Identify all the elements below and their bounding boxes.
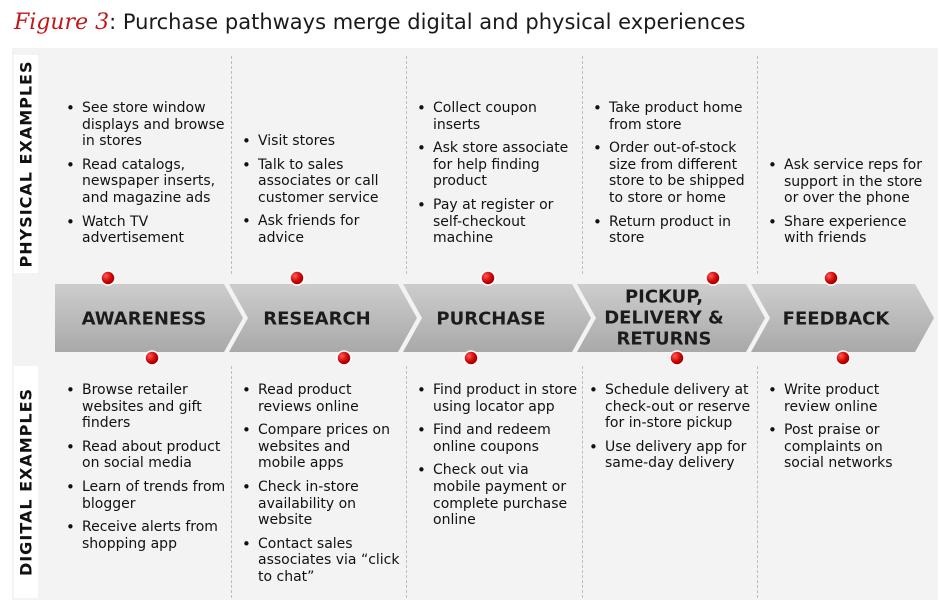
digital-purchase-column: Find product in store using locator app …: [415, 382, 580, 536]
digital-awareness-column: Browse retailer websites and gift finder…: [64, 382, 229, 559]
physical-feedback-column: Ask service reps for support in the stor…: [766, 157, 934, 254]
top-marker: [823, 270, 839, 286]
list-item: Read product reviews online: [240, 382, 402, 415]
list-item: Watch TV advertisement: [64, 214, 229, 247]
chevron-purchase: [403, 284, 591, 352]
list-item: Find product in store using locator app: [415, 382, 580, 415]
list-item: Ask store associate for help finding pro…: [415, 140, 580, 190]
stage-awareness-label: AWARENESS: [81, 308, 207, 330]
digital-research-column: Read product reviews online Compare pric…: [240, 382, 402, 593]
top-marker: [289, 270, 305, 286]
physical-awareness-column: See store window displays and browse in …: [64, 100, 229, 254]
list-item: Collect coupon inserts: [415, 100, 580, 133]
list-item: Visit stores: [240, 133, 400, 150]
list-item: Ask friends for advice: [240, 213, 400, 246]
figure-caption: : Purchase pathways merge digital and ph…: [109, 10, 746, 34]
list-item: Read catalogs, newspaper inserts, and ma…: [64, 157, 229, 207]
column-divider: [231, 366, 232, 598]
top-marker: [705, 270, 721, 286]
list-item: Contact sales associates via “click to c…: [240, 536, 402, 586]
chevron-research: [229, 284, 417, 352]
figure-title: Figure 3: Purchase pathways merge digita…: [14, 10, 746, 35]
list-item: Ask service reps for support in the stor…: [766, 157, 934, 207]
top-marker: [100, 270, 116, 286]
column-divider: [757, 56, 758, 274]
physical-pickup-column: Take product home from store Order out-o…: [591, 100, 753, 254]
list-item: Return product in store: [591, 214, 753, 247]
list-item: Pay at register or self-checkout machine: [415, 197, 580, 247]
physical-research-column: Visit stores Talk to sales associates or…: [240, 133, 400, 254]
bottom-marker: [336, 350, 352, 366]
column-divider: [406, 366, 407, 598]
list-item: Use delivery app for same-day delivery: [587, 439, 753, 472]
list-item: Browse retailer websites and gift finder…: [64, 382, 229, 432]
stage-pickup-label: PICKUP, DELIVERY & RETURNS: [604, 286, 724, 350]
column-divider: [231, 56, 232, 274]
list-item: Compare prices on websites and mobile ap…: [240, 422, 402, 472]
chevron-pickup: [577, 284, 765, 352]
list-item: Order out-of-stock size from different s…: [591, 140, 753, 206]
list-item: Write product review online: [766, 382, 926, 415]
stage-feedback-label: FEEDBACK: [782, 308, 890, 330]
list-item: See store window displays and browse in …: [64, 100, 229, 150]
list-item: Check out via mobile payment or complete…: [415, 462, 580, 528]
column-divider: [582, 366, 583, 598]
list-item: Post praise or complaints on social netw…: [766, 422, 926, 472]
bottom-marker: [835, 350, 851, 366]
bottom-marker: [144, 350, 160, 366]
column-divider: [582, 56, 583, 274]
digital-feedback-column: Write product review online Post praise …: [766, 382, 926, 479]
list-item: Find and redeem online coupons: [415, 422, 580, 455]
list-item: Read about product on social media: [64, 439, 229, 472]
list-item: Learn of trends from blogger: [64, 479, 229, 512]
list-item: Receive alerts from shopping app: [64, 519, 229, 552]
column-divider: [757, 366, 758, 598]
digital-pickup-column: Schedule delivery at check-out or reserv…: [587, 382, 753, 479]
list-item: Talk to sales associates or call custome…: [240, 157, 400, 207]
digital-side-bar: DIGITAL EXAMPLES: [14, 366, 38, 598]
physical-side-bar: PHYSICAL EXAMPLES: [14, 55, 38, 273]
stage-purchase-label: PURCHASE: [436, 308, 546, 330]
list-item: Take product home from store: [591, 100, 753, 133]
chevron-awareness: [55, 284, 243, 352]
figure-number: Figure 3: [14, 10, 110, 35]
chevron-feedback: [751, 284, 934, 352]
top-marker: [480, 270, 496, 286]
stage-research-label: RESEARCH: [263, 308, 371, 330]
bottom-marker: [463, 350, 479, 366]
list-item: Schedule delivery at check-out or reserv…: [587, 382, 753, 432]
list-item: Share experience with friends: [766, 214, 934, 247]
bottom-marker: [669, 350, 685, 366]
column-divider: [406, 56, 407, 274]
physical-purchase-column: Collect coupon inserts Ask store associa…: [415, 100, 580, 254]
list-item: Check in-store availability on website: [240, 479, 402, 529]
